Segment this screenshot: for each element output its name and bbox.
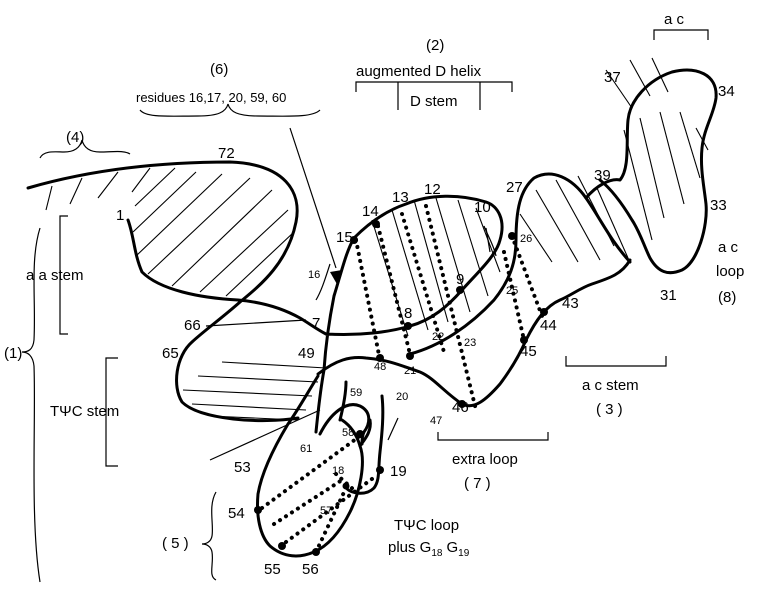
residue-label-9: 9 [456,271,464,288]
label-region-2: (2) [426,37,444,54]
label-region-6: (6) [210,61,228,78]
residue-label-57: 57 [320,505,332,517]
residue-label-15: 15 [336,229,353,246]
label-ac-loop-1: a c [718,239,739,256]
label-ac-top: a c [664,11,685,28]
residue-label-16: 16 [308,269,320,281]
residue-label-61: 61 [300,443,312,455]
residue-label-10: 10 [474,199,491,216]
residue-label-33: 33 [710,197,727,214]
residue-label-72: 72 [218,145,235,162]
residue-label-43: 43 [562,295,579,312]
residue-label-58: 58 [342,427,354,439]
label-tpc-loop: TΨC loop [394,517,459,534]
label-ac-stem: a c stem [582,377,639,394]
label-sub-18: 18 [431,548,443,559]
residue-label-66: 66 [184,317,201,334]
residue-label-18: 18 [332,465,344,477]
label-tpc-stem: TΨC stem [50,403,119,420]
label-d-stem: D stem [410,93,458,110]
label-sub-19: 19 [458,548,470,559]
residue-label-44: 44 [540,317,557,334]
residue-label-7: 7 [312,315,320,332]
label-region-5: ( 5 ) [162,535,189,552]
residue-label-39: 39 [594,167,611,184]
residue-label-46: 46 [452,399,469,416]
residue-label-13: 13 [392,189,409,206]
residue-labels: 72 1 14 13 12 10 15 16 7 8 9 66 65 49 48… [116,69,735,578]
residue-label-65: 65 [162,345,179,362]
residue-label-8: 8 [404,305,412,322]
residue-label-12: 12 [424,181,441,198]
label-residues: residues 16,17, 20, 59, 60 [136,90,286,105]
label-extra-loop: extra loop [452,451,518,468]
label-region-1: (1) [4,345,22,362]
label-region-8: (8) [718,289,736,306]
residue-label-21: 21 [404,365,416,377]
residue-label-23: 23 [464,337,476,349]
label-region-7: ( 7 ) [464,475,491,492]
residue-dots [254,220,548,556]
residue-label-47: 47 [430,415,442,427]
residue-label-56: 56 [302,561,319,578]
residue-label-14: 14 [362,203,379,220]
residue-label-55: 55 [264,561,281,578]
label-ac-loop-2: loop [716,263,744,280]
residue-label-26: 26 [520,233,532,245]
residue-label-31: 31 [660,287,677,304]
label-plus-g: plus G [388,539,431,556]
label-region-3: ( 3 ) [596,401,623,418]
residue-label-19: 19 [390,463,407,480]
residue-label-54: 54 [228,505,245,522]
residue-label-34: 34 [718,83,735,100]
label-augmented-d-helix: augmented D helix [356,63,482,80]
backbone [26,68,718,558]
residue-label-25: 25 [506,285,518,297]
residue-label-59: 59 [350,387,362,399]
residue-label-45: 45 [520,343,537,360]
residue-label-48: 48 [374,361,386,373]
residue-label-27: 27 [506,179,523,196]
label-region-4: (4) [66,129,84,146]
residue-label-22: 22 [432,331,444,343]
tertiary-pairs [260,204,544,554]
label-aa-stem: a a stem [26,267,84,284]
residue-label-53: 53 [234,459,251,476]
residue-label-20: 20 [396,391,408,403]
residue-label-49: 49 [298,345,315,362]
region-labels: (1) a a stem TΨC stem (4) (6) residues 1… [4,11,744,559]
brackets [21,29,709,583]
residue-label-37: 37 [604,69,621,86]
residue-label-1: 1 [116,207,124,224]
label-g: G [446,539,458,556]
